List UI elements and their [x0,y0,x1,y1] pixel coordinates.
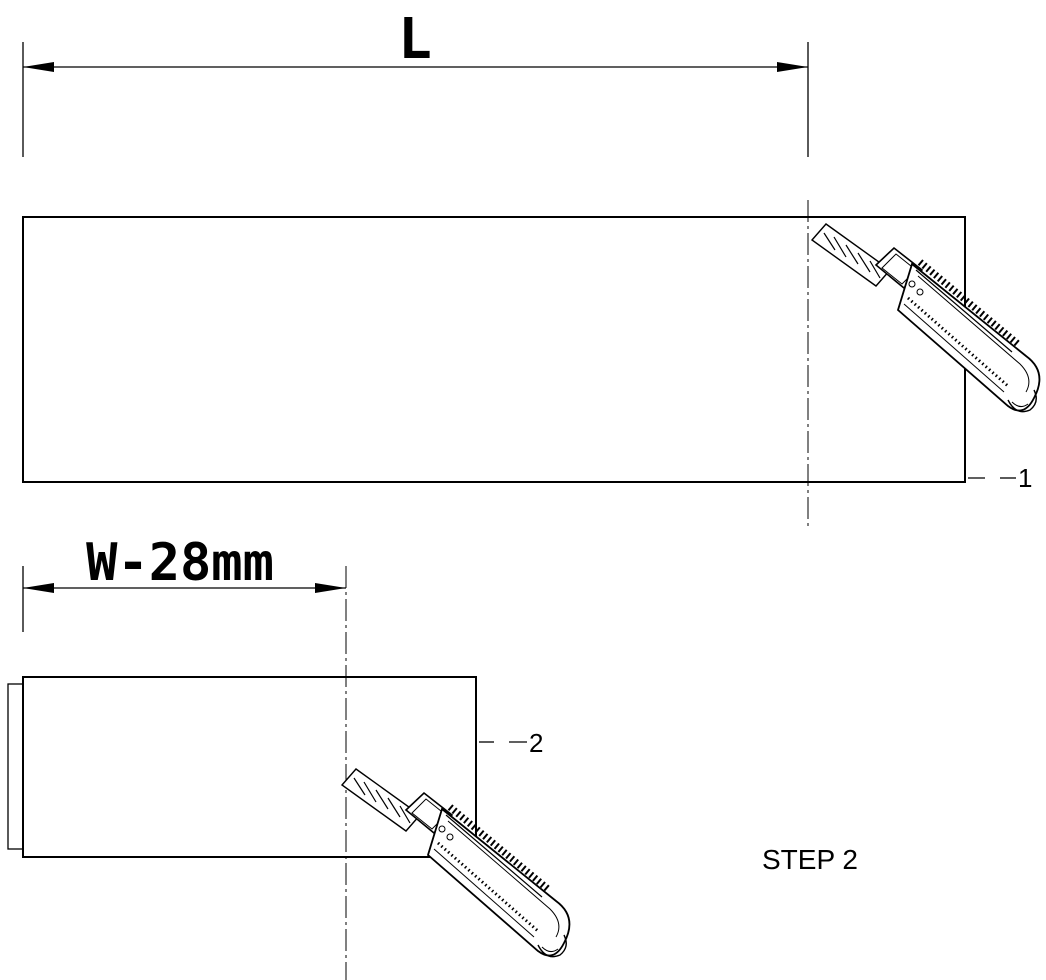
panel-1: 1 [22,200,1039,530]
panel-1-outline [22,216,966,483]
arrowhead-left-bottom [23,583,54,593]
dimension-label-w: W-28mm [86,533,274,593]
arrowhead-left-top [23,62,54,72]
dimension-l: L [22,7,809,157]
utility-knife-icon [812,224,1039,412]
panel-2: 2 [7,566,569,980]
arrowhead-right-bottom [315,583,346,593]
panel-2-outline [22,676,477,858]
step-label: STEP 2 [762,844,858,875]
dimension-w: W-28mm [22,533,346,632]
utility-knife-icon [342,769,569,957]
panel-2-back-edge [7,683,24,850]
callout-label-2: 2 [529,728,543,758]
dimension-label-l: L [398,7,432,72]
callout-label-1: 1 [1018,463,1032,493]
arrowhead-right-top [777,62,808,72]
